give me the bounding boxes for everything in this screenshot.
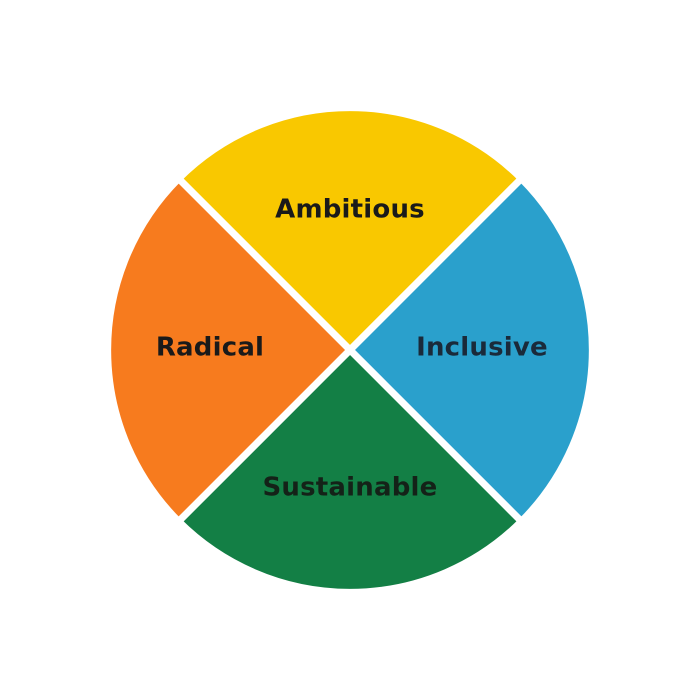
label-sustainable: Sustainable <box>262 473 437 503</box>
label-radical: Radical <box>156 333 264 363</box>
label-inclusive: Inclusive <box>416 333 548 363</box>
quadrant-inclusive <box>345 173 596 527</box>
quadrant-radical <box>104 173 355 527</box>
quadrant-sustainable <box>173 345 527 596</box>
quadrant-ambitious <box>173 104 527 355</box>
label-ambitious: Ambitious <box>275 195 425 225</box>
